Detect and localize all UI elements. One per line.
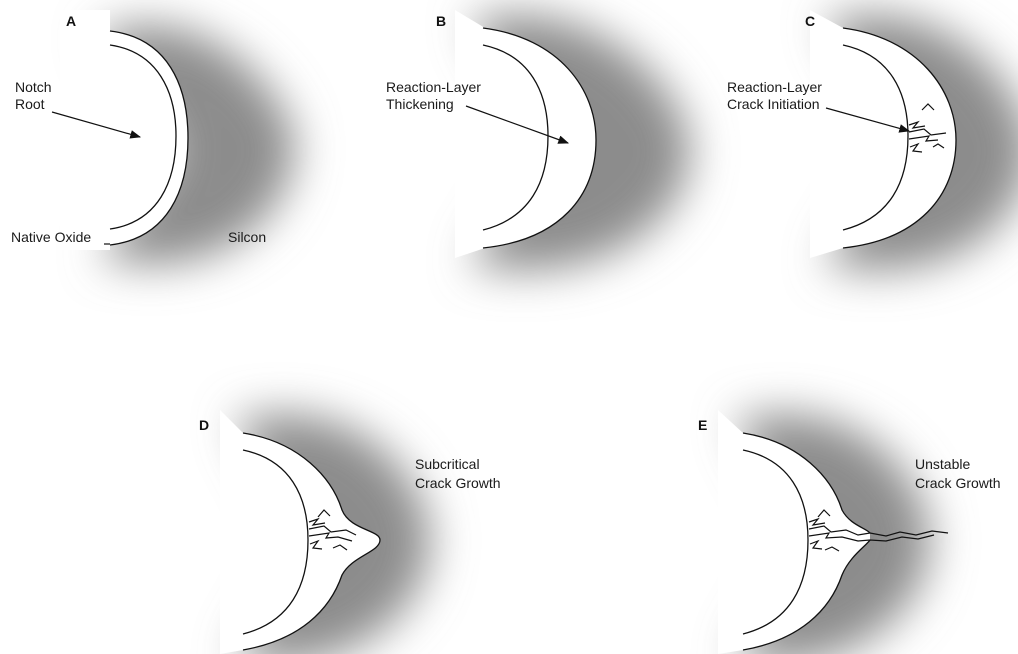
panel-c-label-line-1: Reaction-Layer bbox=[727, 79, 822, 95]
panel-b-label-line-1: Reaction-Layer bbox=[386, 79, 481, 95]
panel-d-label-line-1: Subcritical bbox=[415, 456, 480, 472]
panel-d: D Subcritical Crack Growth bbox=[199, 410, 501, 654]
panel-b-outer bbox=[482, 27, 597, 249]
panel-a-label-line-2: Root bbox=[15, 96, 45, 112]
panel-a-arrow bbox=[51, 111, 142, 139]
panel-e-outer-lower bbox=[742, 539, 871, 651]
panel-c-cracks bbox=[908, 103, 947, 153]
panel-b-arrow bbox=[465, 105, 570, 144]
panel-b-label-line-2: Thickening bbox=[386, 96, 454, 112]
panel-a-label-line-1: Notch bbox=[15, 79, 52, 95]
panel-e-cracks bbox=[808, 509, 949, 552]
panel-c-layer bbox=[810, 10, 956, 258]
panel-d-inner bbox=[242, 449, 309, 635]
panel-a-silicon-label: Silcon bbox=[228, 229, 266, 245]
panel-c-letter: C bbox=[805, 13, 815, 29]
panel-d-label-line-2: Crack Growth bbox=[415, 475, 501, 491]
panel-a-oxide-outer bbox=[109, 30, 189, 246]
panel-a: A Notch Root Native Oxide Silcon bbox=[11, 10, 296, 264]
panel-e-label-line-2: Crack Growth bbox=[915, 475, 1001, 491]
panel-c-outer bbox=[842, 27, 957, 249]
panel-e-outer bbox=[742, 432, 871, 534]
panel-e: E Unstable Crack Growth bbox=[698, 410, 1001, 654]
panel-b: B Reaction-Layer Thickening bbox=[386, 10, 690, 271]
panel-a-oxide-label: Native Oxide bbox=[11, 229, 91, 245]
panel-c-arrow bbox=[825, 107, 911, 133]
panel-a-letter: A bbox=[66, 13, 76, 29]
panel-c-label-line-2: Crack Initiation bbox=[727, 96, 820, 112]
panel-d-cracks bbox=[308, 509, 357, 551]
panel-d-outer bbox=[242, 432, 381, 651]
panel-e-layer bbox=[718, 410, 870, 654]
panel-c: C Reaction-Layer Crack Initiation bbox=[727, 10, 1018, 271]
panel-d-letter: D bbox=[199, 417, 209, 433]
panel-e-letter: E bbox=[698, 417, 707, 433]
panel-e-inner bbox=[742, 449, 809, 635]
panel-a-oxide-inner bbox=[109, 44, 177, 230]
panel-c-inner bbox=[842, 44, 909, 231]
panel-b-letter: B bbox=[436, 13, 446, 29]
panel-b-layer bbox=[455, 10, 596, 258]
panel-d-layer bbox=[220, 410, 380, 654]
panel-e-label-line-1: Unstable bbox=[915, 456, 970, 472]
